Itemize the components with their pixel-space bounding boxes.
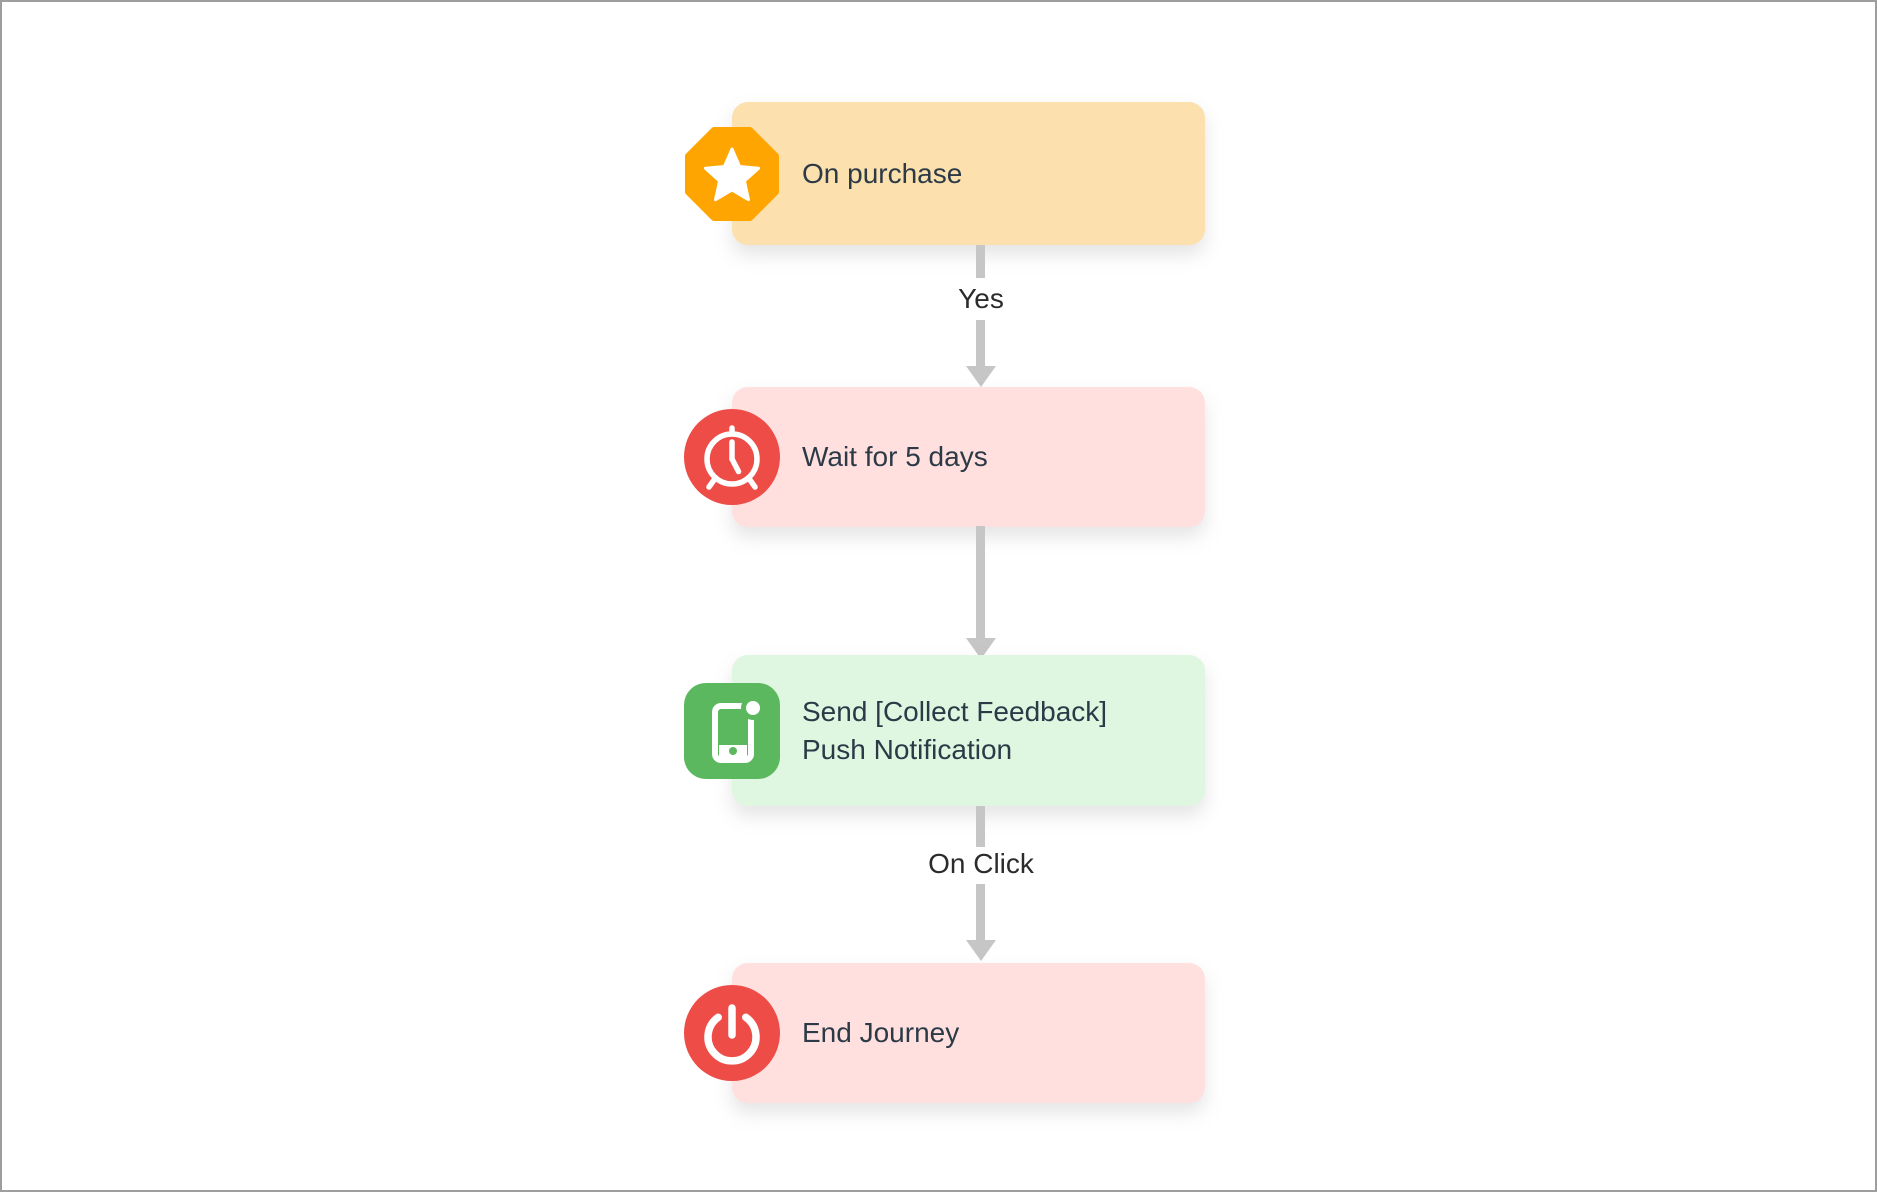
connector-push-end-line-top bbox=[976, 806, 985, 847]
connector-push-end-line-bottom bbox=[976, 884, 985, 940]
alarm-clock-icon bbox=[684, 409, 780, 505]
connector-wait-push-line bbox=[976, 526, 985, 638]
connector-wait-push-arrowhead bbox=[966, 638, 996, 659]
connector-label-on-click: On Click bbox=[928, 848, 1034, 879]
phone-notification-icon bbox=[684, 682, 780, 779]
node-card-trigger[interactable]: On purchase bbox=[732, 102, 1205, 245]
connector-label-yes: Yes bbox=[958, 283, 1004, 314]
flow-node-end[interactable]: End Journey bbox=[684, 963, 1205, 1103]
connector-trigger-wait-line-top bbox=[976, 245, 985, 278]
node-label-wait: Wait for 5 days bbox=[802, 441, 988, 473]
connector-push-end-arrowhead bbox=[966, 940, 996, 961]
node-label-push: Send [Collect Feedback] Push Notificatio… bbox=[802, 695, 1108, 765]
star-octagon-icon bbox=[684, 126, 780, 222]
power-icon bbox=[684, 985, 780, 1081]
connector-trigger-wait-arrowhead bbox=[966, 366, 996, 387]
node-card-push[interactable]: Send [Collect Feedback] Push Notificatio… bbox=[732, 655, 1205, 806]
node-label-end: End Journey bbox=[802, 1017, 960, 1049]
flow-node-wait[interactable]: Wait for 5 days bbox=[684, 387, 1205, 527]
node-card-wait[interactable]: Wait for 5 days bbox=[732, 387, 1205, 527]
node-card-end[interactable]: End Journey bbox=[732, 963, 1205, 1103]
flow-node-trigger[interactable]: On purchase bbox=[685, 102, 1205, 245]
flow-node-push[interactable]: Send [Collect Feedback] Push Notificatio… bbox=[684, 655, 1205, 806]
connector-trigger-wait-line-bottom bbox=[976, 320, 985, 366]
node-label-trigger: On purchase bbox=[802, 157, 963, 189]
